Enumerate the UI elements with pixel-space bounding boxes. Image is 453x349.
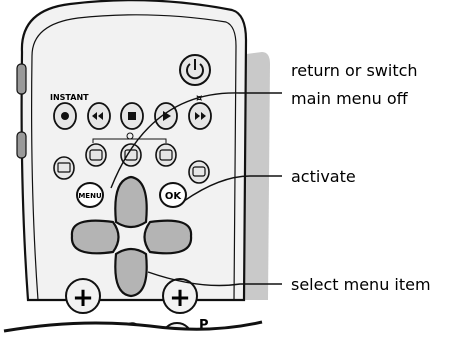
callout-select: select menu item — [291, 275, 431, 294]
power-button[interactable] — [179, 54, 211, 86]
instant-label: INSTANT — [50, 93, 89, 102]
cutoff-curve — [3, 320, 263, 333]
callout-activate: activate — [291, 167, 356, 186]
cursor-up-button[interactable] — [114, 175, 148, 229]
stop-button[interactable] — [120, 102, 144, 130]
left-small-button[interactable] — [53, 156, 75, 180]
picture-icon — [57, 162, 71, 173]
group-marker-icon — [126, 132, 134, 140]
fast-forward-icon — [195, 112, 206, 120]
plus-icon: + — [169, 283, 191, 313]
nav-cluster — [70, 175, 193, 298]
callout-return-line1: return or switch — [291, 61, 418, 80]
fast-forward-button[interactable] — [188, 102, 212, 130]
right-small-button[interactable] — [188, 160, 210, 184]
teletext-button-2[interactable] — [120, 143, 142, 167]
callout-line-cursor — [147, 271, 282, 287]
teletext-button-3[interactable] — [155, 143, 177, 167]
record-button[interactable] — [53, 102, 77, 130]
volume-plus-button[interactable]: + — [65, 278, 101, 314]
play-button[interactable] — [154, 102, 178, 130]
teletext-button-1[interactable] — [85, 143, 107, 167]
ok-button-label: OK — [165, 191, 183, 202]
program-plus-button[interactable]: + — [162, 278, 198, 314]
side-button-upper[interactable] — [16, 63, 27, 95]
callout-line-ok — [183, 175, 282, 202]
rewind-icon — [92, 112, 103, 120]
cursor-right-button[interactable] — [143, 219, 193, 255]
remote-inner-outline — [31, 14, 237, 301]
callout-line-menu — [110, 92, 282, 189]
ok-button[interactable]: OK — [159, 182, 187, 208]
menu-button[interactable]: MENU — [76, 182, 104, 208]
cutoff-mask — [0, 322, 262, 349]
rewind-button[interactable] — [87, 102, 111, 130]
side-button-lower[interactable] — [16, 131, 27, 159]
menu-button-label: MENU — [78, 192, 102, 200]
cursor-left-button[interactable] — [70, 219, 120, 255]
program-label: P — [199, 318, 209, 333]
power-icon — [186, 59, 204, 80]
screen-icon — [89, 149, 103, 161]
timer-glyph-icon: ¤ — [196, 93, 203, 104]
cursor-down-button[interactable] — [114, 247, 148, 298]
text-icon — [192, 166, 206, 177]
plus-icon: + — [72, 283, 94, 313]
stop-icon — [128, 112, 136, 120]
record-icon — [61, 112, 69, 120]
callout-return-line2: main menu off — [291, 89, 409, 108]
split-icon — [159, 149, 173, 161]
